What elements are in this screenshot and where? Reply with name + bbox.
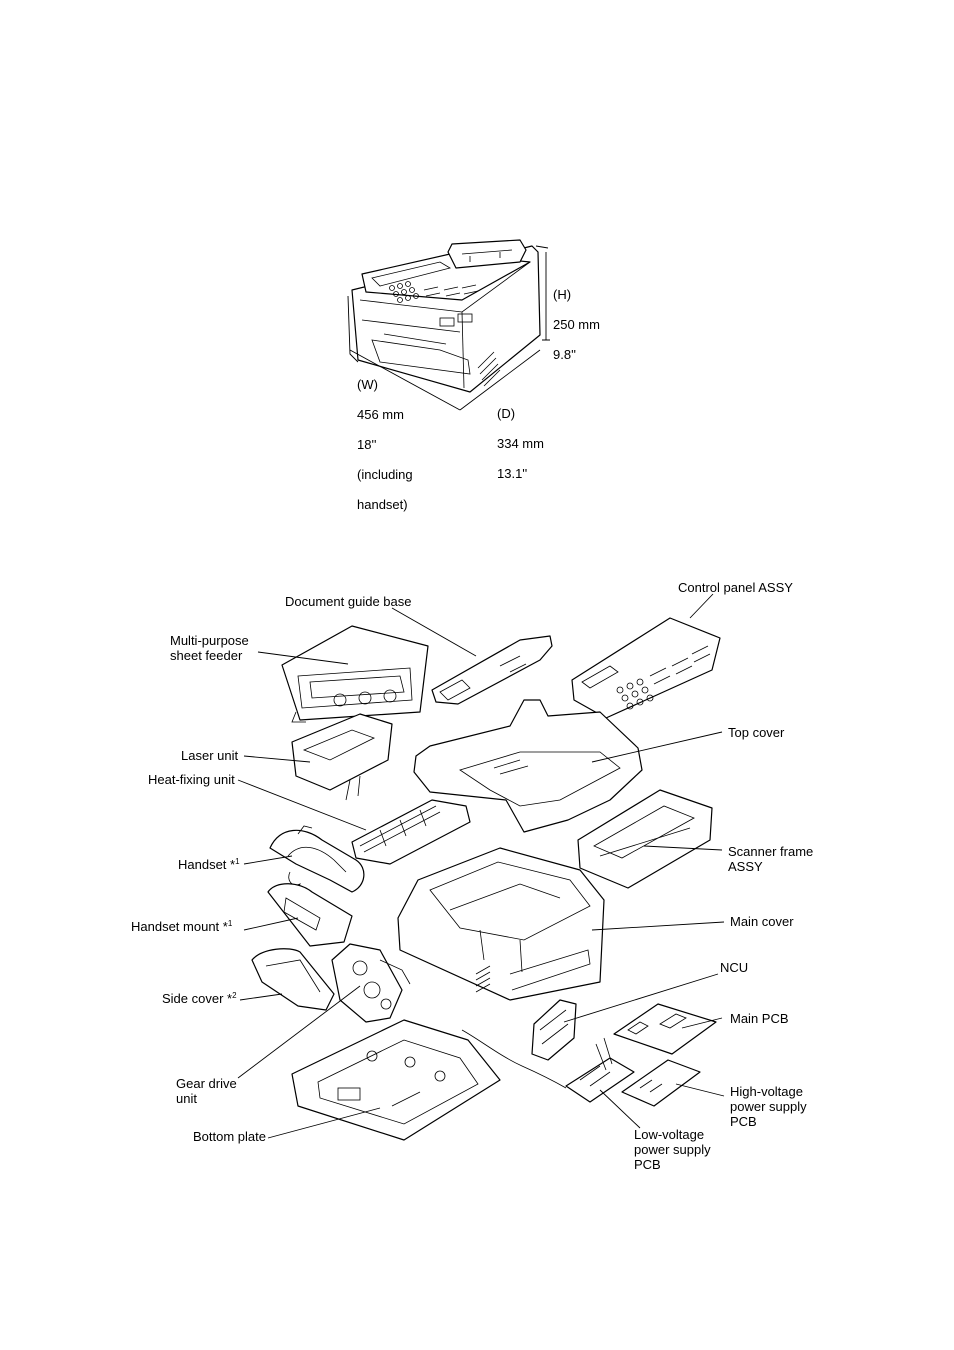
depth-imperial: 13.1''	[497, 466, 528, 481]
sheet-feeder-part	[281, 625, 429, 723]
width-imperial: 18''	[357, 437, 377, 452]
ncu-part	[531, 999, 577, 1061]
height-prefix: (H)	[553, 287, 572, 302]
leader-lines	[237, 593, 725, 1139]
label-control-panel-assy: Control panel ASSY	[678, 580, 793, 595]
handset-note: 1	[235, 857, 240, 866]
low-voltage-pcb-part	[461, 1029, 635, 1103]
handset-mount-name: Handset mount	[131, 919, 220, 934]
height-metric: 250 mm	[553, 317, 600, 332]
width-metric: 456 mm	[357, 407, 404, 422]
dimension-width: (W) 456 mm 18'' (including handset)	[357, 362, 413, 527]
main-pcb-part	[613, 1003, 717, 1055]
gear-drive-unit-part	[331, 943, 411, 1023]
fax-machine-illustration	[347, 239, 550, 411]
dimension-height: (H) 250 mm 9.8''	[553, 272, 600, 377]
label-laser-unit: Laser unit	[181, 748, 239, 763]
high-voltage-pcb-part	[621, 1059, 701, 1107]
label-bottom-plate: Bottom plate	[193, 1129, 266, 1144]
label-heat-fixing-unit: Heat-fixing unit	[148, 772, 235, 787]
label-ncu: NCU	[720, 960, 749, 975]
label-top-cover: Top cover	[728, 725, 785, 740]
height-imperial: 9.8''	[553, 347, 577, 362]
side-cover-mark: *	[227, 991, 233, 1006]
handset-mount-mark: *	[222, 919, 228, 934]
width-prefix: (W)	[357, 377, 378, 392]
side-cover-name: Side cover	[162, 991, 224, 1006]
label-handset: Handset *1	[178, 857, 240, 872]
main-cover-part	[397, 847, 605, 1001]
label-multi-purpose-sheet-feeder: Multi-purpose sheet feeder	[170, 633, 249, 663]
top-cover-part	[413, 699, 643, 833]
document-guide-base-part	[431, 635, 553, 705]
handset-mount-note: 1	[227, 919, 233, 928]
width-note-line1: (including	[357, 467, 413, 482]
label-scanner-frame-assy: Scanner frame ASSY	[728, 844, 814, 874]
handset-mount-part	[267, 883, 353, 947]
side-cover-part	[251, 948, 335, 1011]
control-panel-part	[571, 617, 721, 719]
handset-name: Handset	[178, 857, 227, 872]
bottom-plate-part	[291, 1019, 501, 1141]
depth-prefix: (D)	[497, 406, 516, 421]
depth-metric: 334 mm	[497, 436, 544, 451]
heat-fixing-unit-part	[351, 799, 471, 865]
laser-unit-part	[291, 713, 393, 801]
exploded-view-illustration	[251, 617, 721, 1141]
side-cover-note: 2	[232, 991, 237, 1000]
label-gear-drive-unit: Gear drive unit	[176, 1076, 237, 1106]
label-main-cover: Main cover	[730, 914, 794, 929]
handset-mark: *	[230, 857, 236, 872]
label-low-voltage-pcb: Low-voltage power supply PCB	[634, 1127, 711, 1172]
dimension-depth: (D) 334 mm 13.1''	[497, 391, 544, 496]
label-side-cover: Side cover *2	[162, 991, 237, 1006]
scanner-frame-part	[577, 789, 713, 889]
label-main-pcb: Main PCB	[730, 1011, 789, 1026]
label-document-guide-base: Document guide base	[285, 594, 412, 609]
label-high-voltage-pcb: High-voltage power supply PCB	[730, 1084, 807, 1129]
label-handset-mount: Handset mount *1	[131, 919, 232, 934]
width-note-line2: handset)	[357, 497, 408, 512]
